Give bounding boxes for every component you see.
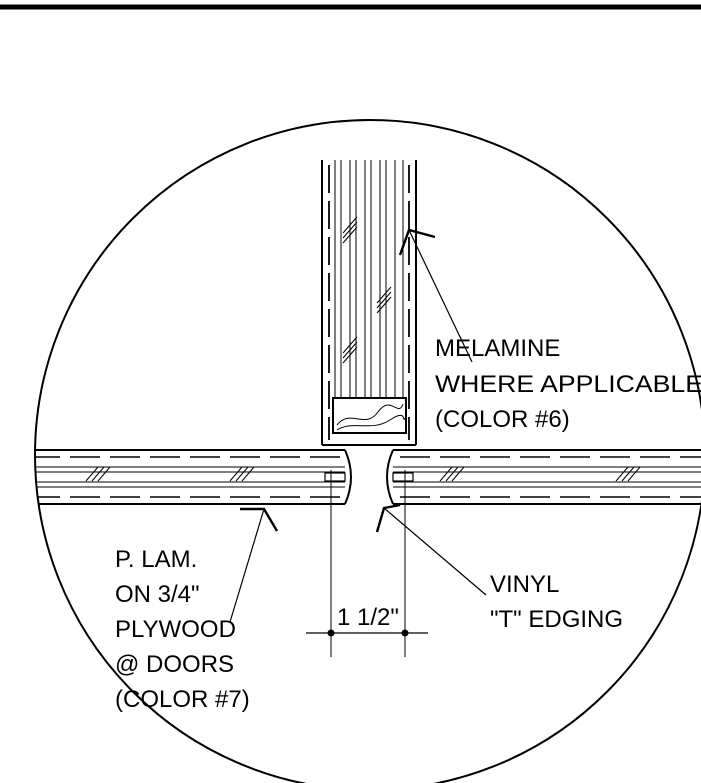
vertical-wood-grain xyxy=(334,160,404,398)
leader-plam xyxy=(229,507,279,623)
vertical-panel xyxy=(321,160,417,446)
detail-circle xyxy=(34,119,701,783)
callout-vinyl: VINYL "T" EDGING xyxy=(490,571,623,633)
plam-line-1: P. LAM. xyxy=(115,546,197,573)
melamine-line-2: WHERE APPLICABLE xyxy=(435,371,701,398)
callout-plam: P. LAM. ON 3/4" PLYWOOD @ DOORS (COLOR #… xyxy=(115,546,250,713)
vertical-hatch-marks xyxy=(342,216,392,364)
plam-line-2: ON 3/4" xyxy=(115,581,200,608)
plam-line-4: @ DOORS xyxy=(115,651,234,678)
callout-melamine: MELAMINE WHERE APPLICABLE (COLOR #6) xyxy=(435,335,701,433)
plam-line-3: PLYWOOD xyxy=(115,616,236,643)
dimension-tick-left xyxy=(327,629,335,637)
left-hatch-marks xyxy=(85,466,255,482)
leader-vinyl xyxy=(375,503,487,596)
melamine-line-3: (COLOR #6) xyxy=(435,406,570,433)
panel-end-block xyxy=(332,397,407,434)
vinyl-line-2: "T" EDGING xyxy=(490,606,623,633)
melamine-line-1: MELAMINE xyxy=(435,335,560,362)
dimension-tick-right xyxy=(401,629,409,637)
left-horizontal-panel xyxy=(35,449,352,505)
plam-line-5: (COLOR #7) xyxy=(115,686,250,713)
dimension-text: 1 1/2" xyxy=(337,604,399,631)
dimension xyxy=(306,470,428,657)
right-hatch-marks xyxy=(439,466,641,482)
leader-melamine xyxy=(398,228,473,363)
right-horizontal-panel xyxy=(386,449,701,505)
vinyl-line-1: VINYL xyxy=(490,571,559,598)
